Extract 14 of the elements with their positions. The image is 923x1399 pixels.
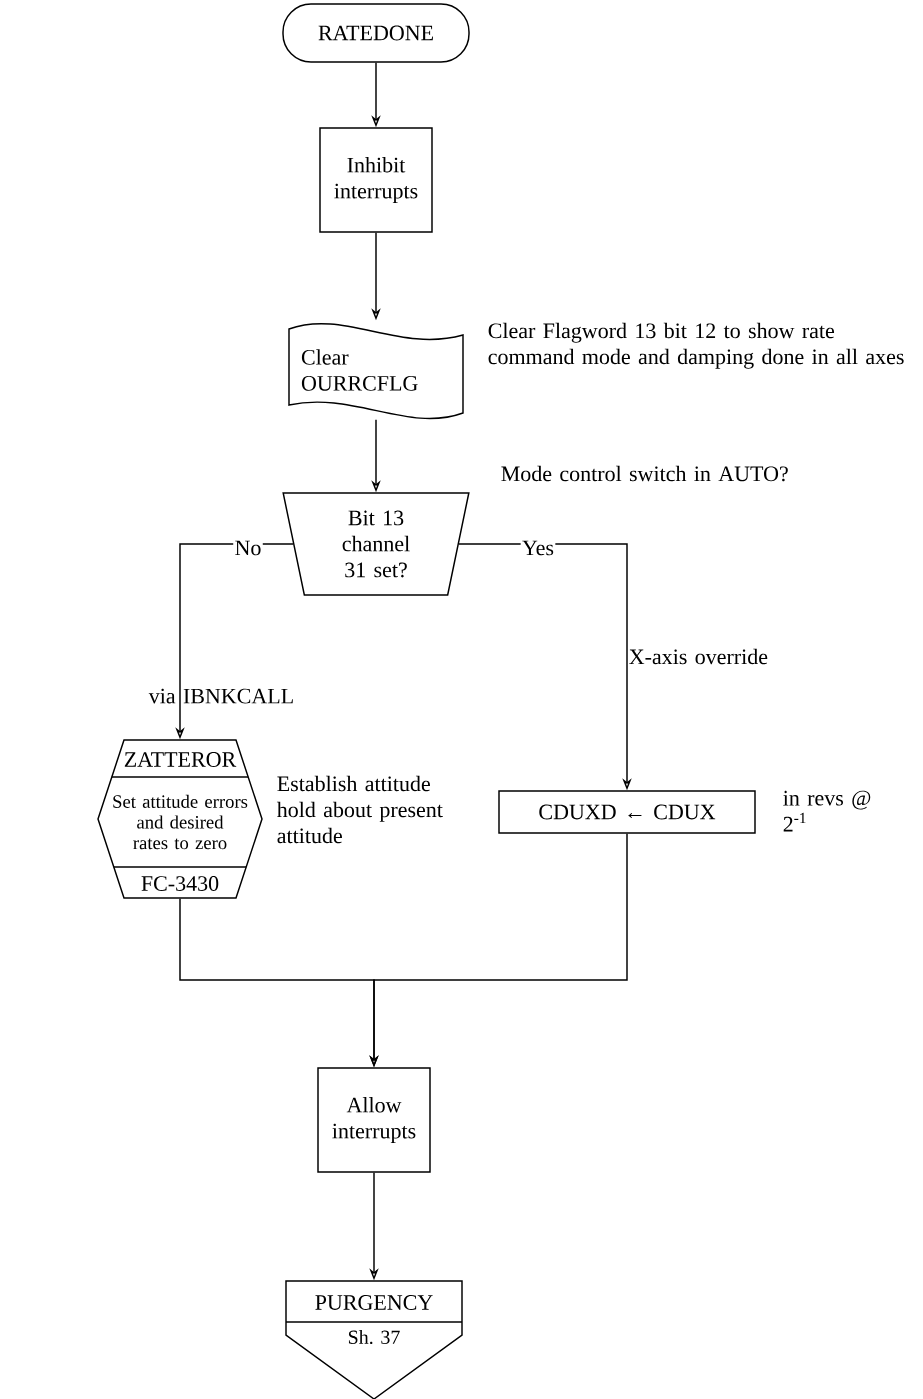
hexagon-box: ZATTEROR Set attitude errors and desired rates to zero FC-3430 <box>97 739 263 899</box>
note-text: via IBNKCALL <box>148 688 293 704</box>
offpage-connector: PURGENCY Sh. 37 <box>285 1280 463 1399</box>
process-box: Allow interrupts <box>317 1067 431 1173</box>
annotation-text: Mode control switch in AUTO? <box>501 465 788 482</box>
edge-label: No <box>233 539 263 557</box>
process-box: CDUXD ← CDUX <box>498 790 756 834</box>
annotation-text: in revs @ 2$^{-1}$ <box>783 790 871 832</box>
annotation-text: Clear Flagword 13 bit 12 to show rate command mode and damping done in all axes <box>488 322 904 369</box>
manual-operation-box: Bit 13 channel 31 set? <box>282 492 470 596</box>
annotation-text: Establish attitude hold about present attitude <box>276 775 443 844</box>
edge-label: Yes <box>520 539 556 557</box>
process-box: Inhibit interrupts <box>319 127 433 233</box>
note-text: X-axis override <box>629 648 768 665</box>
